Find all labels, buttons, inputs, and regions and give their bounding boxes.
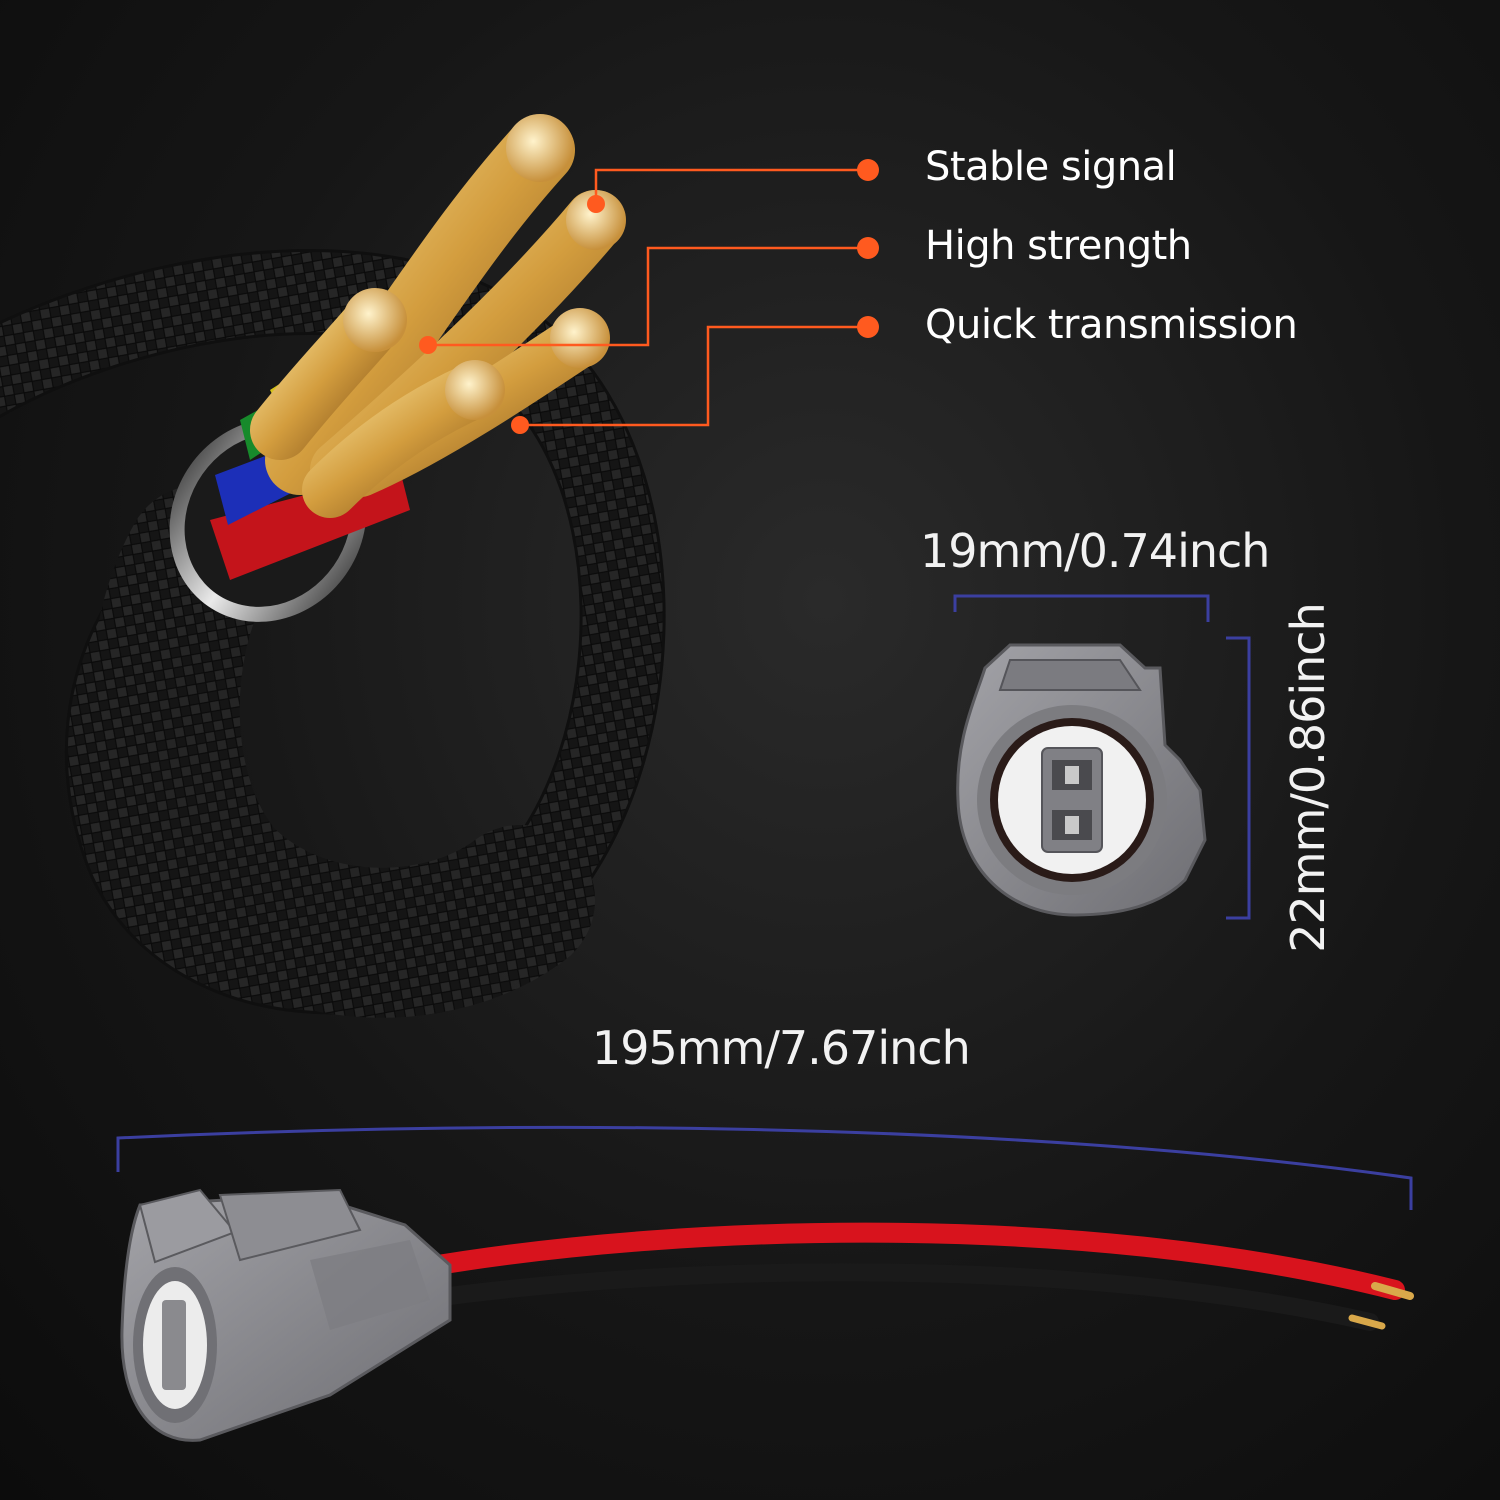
- callout-dot-high-strength: [419, 336, 437, 354]
- connector-height-label: 22mm/0.86inch: [1281, 603, 1335, 953]
- dimension-brackets: [116, 594, 1413, 1210]
- callout-lines: [419, 159, 879, 434]
- callout-dot-stable-signal: [587, 195, 605, 213]
- copper-strands: [250, 114, 626, 518]
- connector-width-label: 19mm/0.74inch: [920, 524, 1270, 578]
- feature-quick-transmission: Quick transmission: [925, 302, 1298, 348]
- braided-cable: [0, 249, 666, 1018]
- pigtail-wires: [410, 1222, 1414, 1331]
- cable-length-label: 195mm/7.67inch: [592, 1021, 971, 1075]
- connector-side-view: [120, 1188, 452, 1442]
- feature-stable-signal: Stable signal: [925, 144, 1177, 190]
- feature-high-strength: High strength: [925, 223, 1192, 269]
- callout-dot-quick-transmission: [511, 416, 529, 434]
- connector-front-view: [956, 643, 1207, 917]
